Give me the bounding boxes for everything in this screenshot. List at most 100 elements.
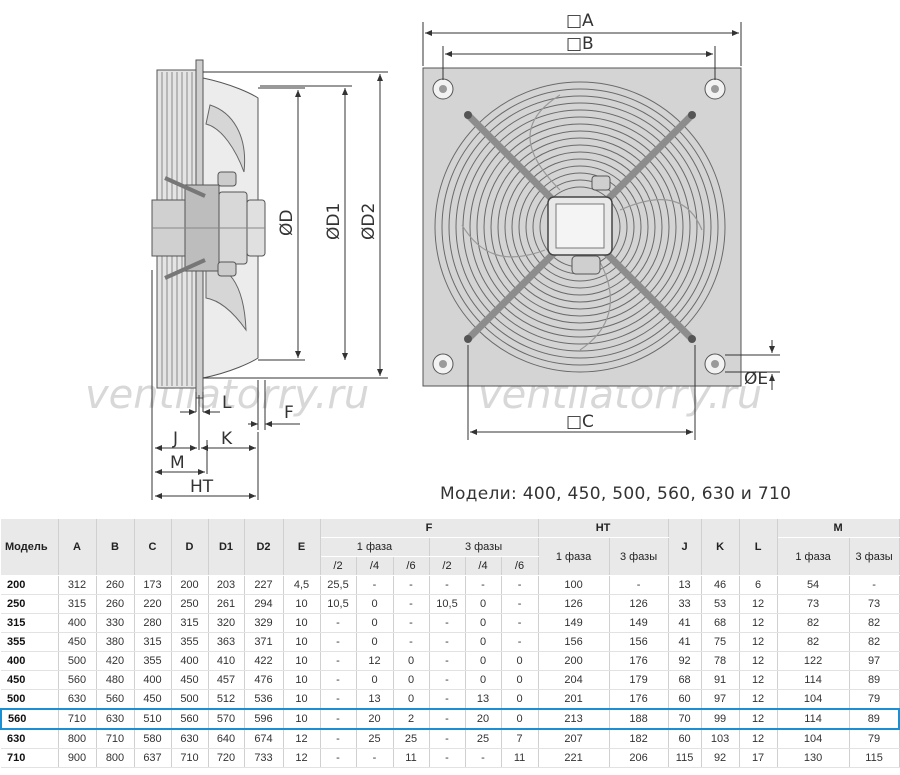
table-cell: - xyxy=(320,613,357,633)
table-cell: 91 xyxy=(701,670,740,690)
table-cell: 12 xyxy=(739,708,778,730)
table-cell: 12 xyxy=(739,729,778,749)
model-cell: 250 xyxy=(1,594,59,614)
header-l: L xyxy=(739,519,778,576)
dim-label-ht: HT xyxy=(190,477,214,497)
table-cell: - xyxy=(429,613,466,633)
table-cell: 41 xyxy=(668,613,702,633)
table-cell: 560 xyxy=(96,689,135,710)
table-cell: 7 xyxy=(501,729,539,749)
table-cell: 580 xyxy=(134,729,172,749)
table-cell: 900 xyxy=(58,748,97,768)
header-f-3phase: 3 фазы xyxy=(429,537,539,557)
dim-label-d2: ØD2 xyxy=(359,203,379,240)
table-cell: 330 xyxy=(96,613,135,633)
dimensions-table: Модель A B C D D1 D2 E F HT J K L M 1 фа… xyxy=(0,519,900,768)
table-cell: 25 xyxy=(465,729,502,749)
table-cell: 0 xyxy=(501,651,539,671)
table-cell: 0 xyxy=(393,651,430,671)
table-cell: 12 xyxy=(739,689,778,710)
header-pole: /2 xyxy=(320,556,357,576)
dim-label-k: K xyxy=(221,429,233,449)
table-cell: 179 xyxy=(609,670,669,690)
table-cell: 60 xyxy=(668,729,702,749)
table-cell: 410 xyxy=(208,651,245,671)
dim-label-d1: ØD1 xyxy=(324,203,344,240)
table-cell: 73 xyxy=(777,594,850,614)
table-cell: 10,5 xyxy=(429,594,466,614)
table-cell: 82 xyxy=(777,613,850,633)
table-cell: 12 xyxy=(739,632,778,652)
table-cell: - xyxy=(429,729,466,749)
table-cell: 315 xyxy=(171,613,209,633)
table-cell: 54 xyxy=(777,575,850,595)
header-ht-3phase: 3 фазы xyxy=(609,537,669,576)
table-cell: - xyxy=(429,632,466,652)
table-cell: 10 xyxy=(283,594,321,614)
table-cell: 720 xyxy=(208,748,245,768)
table-cell: - xyxy=(320,670,357,690)
table-cell: 800 xyxy=(58,729,97,749)
table-cell: 100 xyxy=(538,575,610,595)
table-cell: 400 xyxy=(171,651,209,671)
table-cell: 596 xyxy=(244,708,284,730)
table-cell: - xyxy=(501,613,539,633)
table-cell: 355 xyxy=(171,632,209,652)
table-cell: 68 xyxy=(668,670,702,690)
table-cell: 10 xyxy=(283,670,321,690)
table-cell: 480 xyxy=(96,670,135,690)
table-cell: - xyxy=(393,575,430,595)
dim-label-l: L xyxy=(222,393,232,413)
table-cell: 560 xyxy=(58,670,97,690)
table-cell: 637 xyxy=(134,748,172,768)
header-d: D xyxy=(171,519,209,576)
table-cell: 510 xyxy=(134,708,172,730)
header-pole: /2 xyxy=(429,556,466,576)
table-cell: 280 xyxy=(134,613,172,633)
table-cell: 630 xyxy=(171,729,209,749)
header-pole: /6 xyxy=(501,556,539,576)
table-cell: 0 xyxy=(393,689,430,710)
table-cell: 122 xyxy=(777,651,850,671)
models-caption: Модели: 400, 450, 500, 560, 630 и 710 xyxy=(440,484,792,504)
table-cell: - xyxy=(320,748,357,768)
table-cell: 53 xyxy=(701,594,740,614)
table-cell: 2 xyxy=(393,708,430,730)
table-cell: - xyxy=(320,689,357,710)
table-cell: 457 xyxy=(208,670,245,690)
table-cell: 188 xyxy=(609,708,669,730)
table-cell: - xyxy=(609,575,669,595)
table-cell: 104 xyxy=(777,729,850,749)
table-cell: 92 xyxy=(701,748,740,768)
table-cell: 82 xyxy=(849,613,900,633)
table-cell: 10 xyxy=(283,689,321,710)
dim-label-c: □C xyxy=(566,412,594,432)
table-cell: 126 xyxy=(609,594,669,614)
header-pole: /6 xyxy=(393,556,430,576)
table-cell: 12 xyxy=(356,651,394,671)
table-cell: - xyxy=(356,575,394,595)
table-cell: 207 xyxy=(538,729,610,749)
table-cell: 13 xyxy=(356,689,394,710)
table-cell: 182 xyxy=(609,729,669,749)
table-cell: 0 xyxy=(465,632,502,652)
model-cell: 315 xyxy=(1,613,59,633)
table-cell: 363 xyxy=(208,632,245,652)
table-cell: 476 xyxy=(244,670,284,690)
table-cell: 20 xyxy=(356,708,394,730)
table-cell: - xyxy=(320,632,357,652)
table-cell: 0 xyxy=(356,670,394,690)
table-cell: 200 xyxy=(171,575,209,595)
model-cell: 500 xyxy=(1,689,59,710)
model-cell: 400 xyxy=(1,651,59,671)
header-pole: /4 xyxy=(356,556,394,576)
table-cell: 78 xyxy=(701,651,740,671)
table-cell: 512 xyxy=(208,689,245,710)
table-cell: 79 xyxy=(849,689,900,710)
dim-label-d: ØD xyxy=(277,210,297,236)
table-cell: 10,5 xyxy=(320,594,357,614)
